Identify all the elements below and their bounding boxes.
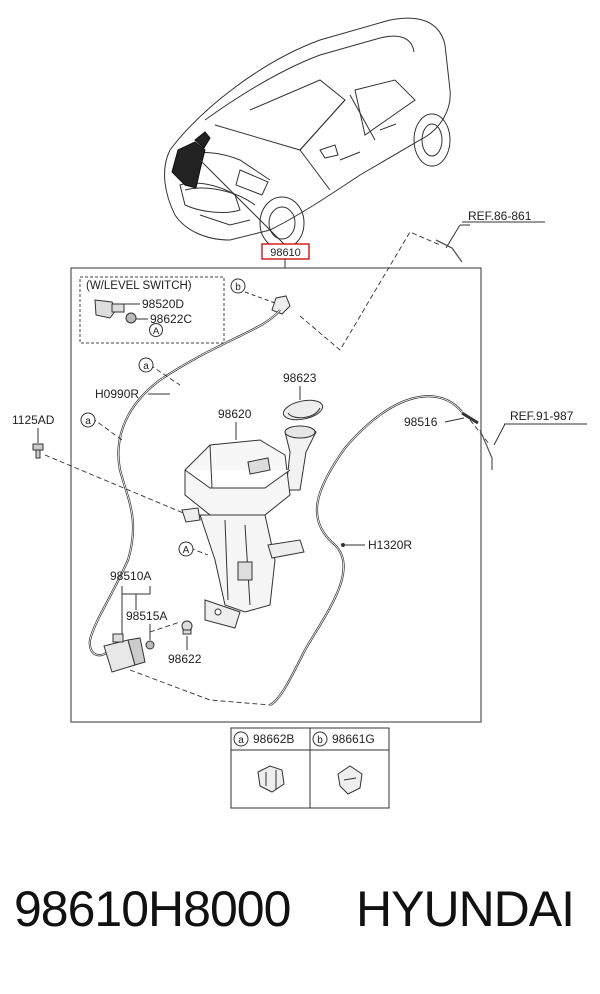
marker-a-2-text: a xyxy=(85,416,91,427)
washer-reservoir xyxy=(181,425,317,629)
label-98622: 98622 xyxy=(168,652,202,666)
washer-pump-98510A xyxy=(103,633,146,673)
legend-part-98662B: 98662B xyxy=(253,732,294,746)
connector-98516 xyxy=(461,411,479,425)
ref-86-861: REF.86-861 xyxy=(468,209,532,223)
grommet-98515A xyxy=(145,640,155,650)
dashed-references xyxy=(44,231,491,706)
clip-98661G-drawing xyxy=(337,765,363,795)
marker-b-1-text: b xyxy=(235,282,241,293)
clip-98662B-drawing xyxy=(257,765,285,793)
plug-98622 xyxy=(181,620,193,635)
footer: 98610H8000 HYUNDAI xyxy=(0,880,600,960)
marker-a-1 xyxy=(138,357,154,373)
bolt-1125AD xyxy=(32,443,44,459)
label-98622C: 98622C xyxy=(150,312,192,326)
legend-marker-a-text: a xyxy=(238,735,244,746)
marker-A-2-text: A xyxy=(183,545,190,556)
highlighted-reservoir-on-car xyxy=(171,131,211,189)
legend-part-98661G: 98661G xyxy=(332,732,375,746)
main-part-label: 98610 xyxy=(270,247,301,259)
label-98510A: 98510A xyxy=(110,569,151,583)
label-98516: 98516 xyxy=(404,415,438,429)
label-H0990R: H0990R xyxy=(95,387,139,401)
footer-brand: HYUNDAI xyxy=(356,881,575,937)
level-switch-part xyxy=(94,299,137,324)
label-1125AD: 1125AD xyxy=(12,413,55,427)
car-illustration xyxy=(164,17,451,250)
marker-A-2 xyxy=(178,541,194,557)
marker-a-2 xyxy=(80,412,96,428)
label-98620: 98620 xyxy=(218,407,252,421)
level-switch-title: (W/LEVEL SWITCH) xyxy=(86,280,192,292)
marker-A-1 xyxy=(149,323,163,337)
clip-legend-table xyxy=(230,727,390,809)
label-H1320R: H1320R xyxy=(368,538,412,552)
label-98520D: 98520D xyxy=(142,297,184,311)
footer-part-number: 98610H8000 xyxy=(14,881,291,937)
marker-A-1-text: A xyxy=(153,326,160,337)
cap-98623 xyxy=(282,399,324,421)
ref-91-987: REF.91-987 xyxy=(510,409,574,423)
connector-ref86 xyxy=(435,239,463,263)
car-to-box-line xyxy=(199,159,286,246)
legend-marker-b-text: b xyxy=(317,735,323,746)
legend-marker-a xyxy=(233,731,249,747)
label-98623: 98623 xyxy=(283,371,317,385)
marker-b-1 xyxy=(230,278,246,294)
legend-marker-b xyxy=(312,731,328,747)
level-switch-box xyxy=(79,276,225,344)
assembly-frame xyxy=(70,267,482,723)
marker-a-1-text: a xyxy=(143,361,149,372)
label-98515A: 98515A xyxy=(126,609,167,623)
clip-top xyxy=(271,295,291,315)
